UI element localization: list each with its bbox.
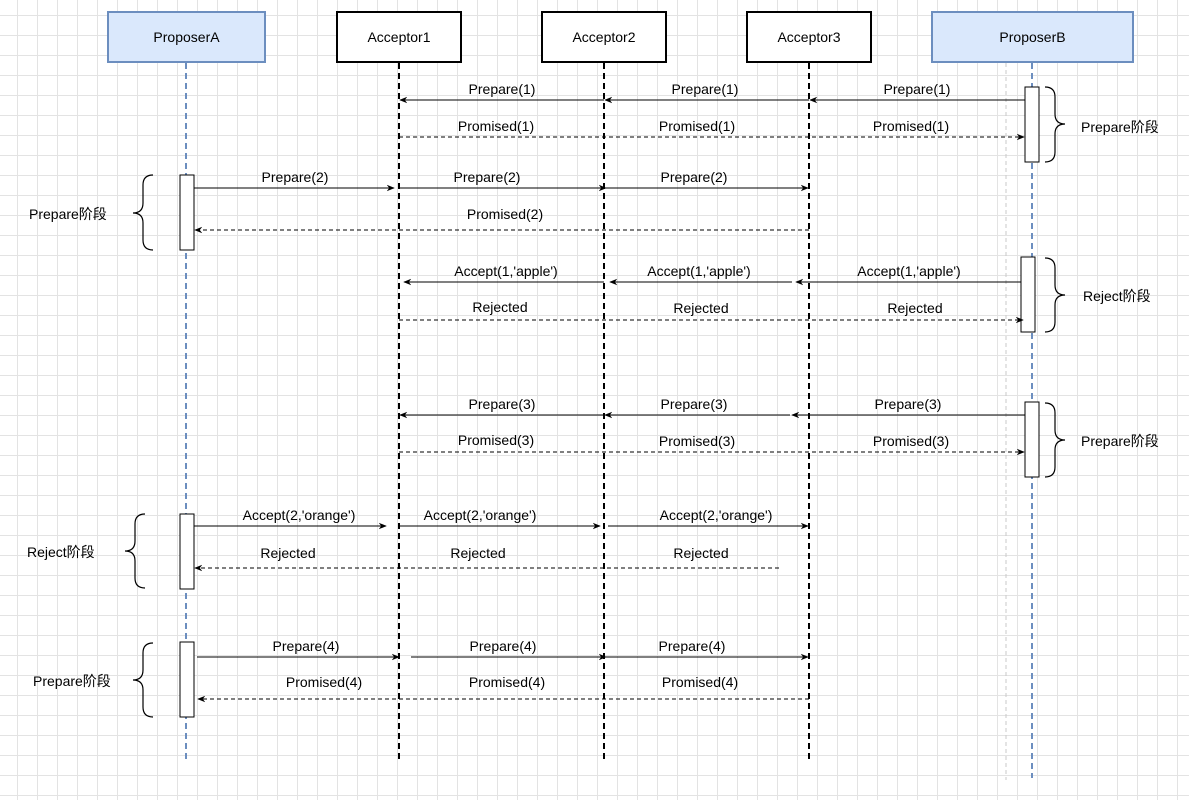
message-label: Rejected [450,545,505,561]
message-label: Rejected [472,299,527,315]
phase-brace [1044,402,1066,478]
phase-brace [1044,257,1066,333]
message-label: Promised(3) [873,433,949,449]
phase-label: Prepare阶段 [33,673,111,689]
message-label: Prepare(2) [454,169,521,185]
participant-label: Acceptor1 [367,29,431,45]
message-label: Prepare(1) [884,81,951,97]
phase-label: Prepare阶段 [29,206,107,222]
participant-label: Acceptor3 [777,29,841,45]
phase-label: Prepare阶段 [1081,119,1159,135]
participant-acceptor2: Acceptor2 [541,11,667,63]
phase-label: Reject阶段 [27,544,95,560]
participant-acceptor3: Acceptor3 [746,11,872,63]
message-label: Accept(1,'apple') [857,263,960,279]
phase-brace [132,642,154,718]
message-label: Accept(2,'orange') [660,507,773,523]
message-label: Prepare(3) [875,396,942,412]
phase-brace [132,174,154,251]
message-label: Promised(4) [286,674,362,690]
participant-label: ProposerA [153,29,220,45]
participant-proposer-a: ProposerA [107,11,266,63]
message-label: Accept(2,'orange') [424,507,537,523]
message-label: Accept(2,'orange') [243,507,356,523]
message-label: Promised(1) [659,118,735,134]
message-label: Accept(1,'apple') [454,263,557,279]
message-label: Promised(4) [662,674,738,690]
message-label: Promised(1) [458,118,534,134]
message-label: Rejected [887,300,942,316]
participant-proposer-b: ProposerB [931,11,1134,63]
participant-acceptor1: Acceptor1 [336,11,462,63]
message-label: Prepare(4) [273,638,340,654]
activation-bar [1024,86,1040,163]
message-label: Prepare(4) [470,638,537,654]
message-label: Prepare(3) [661,396,728,412]
message-label: Promised(3) [659,433,735,449]
message-label: Prepare(2) [661,169,728,185]
activation-bar [179,641,195,718]
participant-label: Acceptor2 [572,29,636,45]
participant-label: ProposerB [999,29,1066,45]
message-label: Promised(2) [467,206,543,222]
phase-label: Reject阶段 [1083,288,1151,304]
phase-brace [1044,86,1066,163]
message-label: Prepare(4) [659,638,726,654]
message-label: Accept(1,'apple') [647,263,750,279]
message-label: Rejected [673,545,728,561]
activation-bar [179,513,195,590]
message-label: Promised(3) [458,432,534,448]
message-label: Promised(1) [873,118,949,134]
message-label: Prepare(3) [469,396,536,412]
phase-label: Prepare阶段 [1081,433,1159,449]
activation-bar [1024,401,1040,478]
message-label: Promised(4) [469,674,545,690]
message-label: Rejected [673,300,728,316]
message-label: Prepare(1) [469,81,536,97]
activation-bar [179,174,195,251]
message-label: Prepare(2) [262,169,329,185]
activation-bar [1020,256,1036,333]
message-label: Rejected [260,545,315,561]
message-label: Prepare(1) [672,81,739,97]
phase-brace [124,513,146,589]
